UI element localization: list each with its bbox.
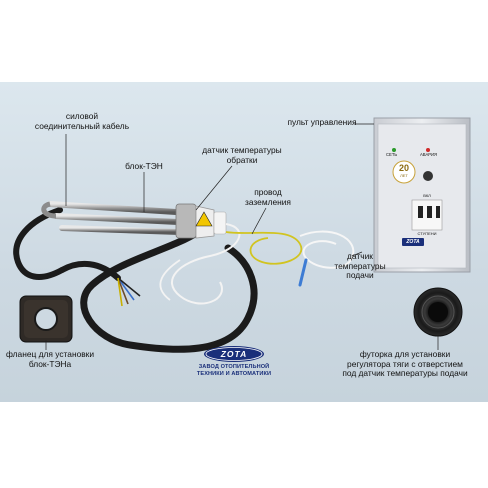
power-cable-upper	[13, 207, 65, 280]
heater-head	[175, 203, 227, 239]
panel-badge-sub: ЛЕТ	[400, 173, 408, 178]
panel-switch-bottom: СТУПЕНИ	[417, 231, 437, 236]
fitting-ring	[413, 287, 463, 337]
zota-logo	[204, 346, 264, 362]
flange	[19, 295, 73, 343]
control-panel-box	[373, 117, 471, 273]
label-flange: фланец для установки блок-ТЭНа	[5, 349, 95, 369]
panel-indicator-right: АВАРИЯ	[420, 152, 438, 157]
label-fitting: футорка для установки регулятора тяги с …	[342, 349, 468, 379]
supply-sensor-coil	[299, 230, 355, 269]
callout-lines	[45, 123, 439, 350]
ground-wire	[225, 231, 303, 265]
power-cable-lead	[59, 260, 121, 281]
label-control-panel: пульт управления	[287, 117, 357, 127]
brand-caption: ЗАВОД ОТОПИТЕЛЬНОЙ ТЕХНИКИ И АВТОМАТИКИ	[196, 364, 272, 377]
panel-switch-label: ВКЛ	[423, 193, 431, 198]
panel-logo-badge	[402, 238, 424, 246]
label-power-cable: силовой соединительный кабель	[34, 111, 130, 131]
warning-sticker	[195, 211, 213, 227]
badge-20	[392, 160, 416, 184]
brand-logo-text: ZOTA	[220, 349, 248, 359]
heater-tubes	[41, 201, 183, 235]
panel-logo-text: ZOTA	[406, 239, 420, 245]
panel-indicator-left: СЕТЬ	[386, 152, 398, 157]
control-knob	[423, 171, 433, 181]
return-sensor-wire	[170, 223, 241, 305]
label-ground-wire: провод заземления	[245, 187, 291, 207]
label-return-sensor: датчик температуры обратки	[202, 145, 282, 165]
panel-badge-number: 20	[398, 163, 409, 173]
label-supply-sensor: датчик температуры подачи	[334, 251, 386, 281]
label-heater-block: блок-ТЭН	[125, 161, 163, 171]
power-cable	[80, 228, 258, 353]
